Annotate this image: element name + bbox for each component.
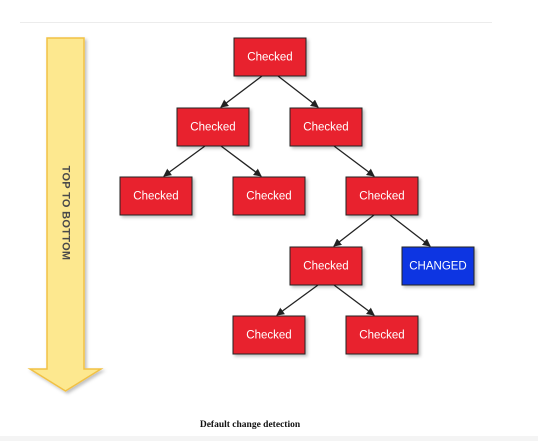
- checked-node-box: [345, 176, 419, 216]
- tree-node-n1: Checked: [233, 37, 307, 77]
- node-label: CHANGED: [409, 261, 467, 273]
- checked-node-box: [289, 246, 363, 286]
- tree-node-n9: Checked: [232, 315, 306, 355]
- figure-caption: Default change detection: [199, 420, 301, 430]
- changed-node-box: [401, 246, 475, 286]
- tree-node-n6: Checked: [345, 176, 419, 216]
- node-label: Checked: [246, 330, 291, 342]
- checked-node-box: [289, 107, 363, 147]
- top-divider: [20, 22, 492, 23]
- node-label: Checked: [303, 122, 348, 134]
- edge-n6-n8: [389, 214, 431, 247]
- edge-n2-n5: [220, 145, 262, 177]
- edge-n3-n6: [333, 145, 375, 177]
- down-arrow-icon: [27, 37, 104, 392]
- checked-node-box: [345, 315, 419, 355]
- tree-node-n10: Checked: [345, 315, 419, 355]
- checked-node-box: [233, 37, 307, 77]
- checked-node-box: [232, 315, 306, 355]
- edge-n7-n10: [333, 284, 375, 316]
- edge-n2-n4: [163, 145, 206, 177]
- tree-node-n2: Checked: [176, 107, 250, 147]
- top-to-bottom-label: TOP TO BOTTOM: [60, 166, 72, 261]
- node-label: Checked: [190, 122, 235, 134]
- node-label: Checked: [247, 52, 292, 64]
- tree-node-n5: Checked: [232, 176, 306, 216]
- edge-n1-n3: [277, 75, 319, 108]
- tree-node-n3: Checked: [289, 107, 363, 147]
- tree-node-n8: CHANGED: [401, 246, 475, 286]
- edges-layer: [163, 75, 431, 316]
- edge-n7-n9: [276, 284, 319, 316]
- edge-n6-n7: [333, 214, 375, 247]
- checked-node-box: [119, 176, 193, 216]
- tree-node-n7: Checked: [289, 246, 363, 286]
- checked-node-box: [232, 176, 306, 216]
- node-label: Checked: [359, 191, 404, 203]
- node-label: Checked: [246, 191, 291, 203]
- edge-n1-n2: [220, 75, 263, 108]
- node-label: Checked: [133, 191, 178, 203]
- top-to-bottom-arrow: TOP TO BOTTOM: [27, 37, 104, 392]
- node-label: Checked: [359, 330, 404, 342]
- bottom-band: [0, 436, 538, 441]
- checked-node-box: [176, 107, 250, 147]
- tree-node-n4: Checked: [119, 176, 193, 216]
- node-label: Checked: [303, 261, 348, 273]
